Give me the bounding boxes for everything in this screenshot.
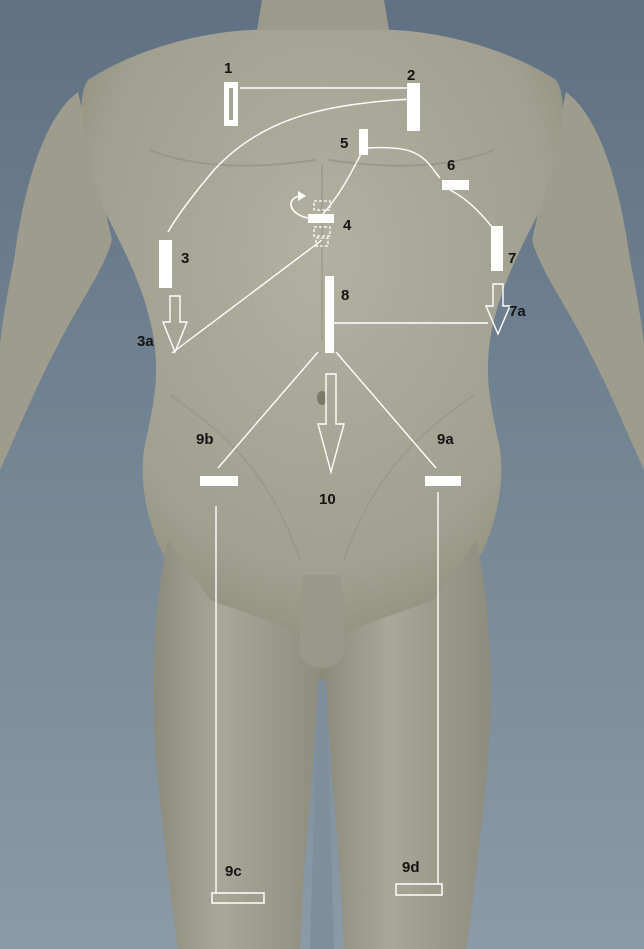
label-5: 5: [340, 135, 348, 152]
label-1: 1: [224, 60, 232, 77]
sensor-6: [442, 180, 469, 190]
label-3a: 3a: [137, 333, 154, 350]
sensor-5: [359, 129, 368, 155]
sensor-8: [325, 276, 334, 353]
label-9a: 9a: [437, 431, 454, 448]
label-7a: 7a: [509, 303, 526, 320]
label-10: 10: [319, 491, 336, 508]
label-3: 3: [181, 250, 189, 267]
sensor-2: [407, 83, 420, 131]
label-8: 8: [341, 287, 349, 304]
sensor-7: [491, 226, 503, 271]
label-9c: 9c: [225, 863, 242, 880]
sensor-9a: [425, 476, 461, 486]
label-7: 7: [508, 250, 516, 267]
sensor-3: [159, 240, 172, 288]
label-9b: 9b: [196, 431, 214, 448]
label-6: 6: [447, 157, 455, 174]
label-9d: 9d: [402, 859, 420, 876]
sensor-9b: [200, 476, 238, 486]
label-2: 2: [407, 67, 415, 84]
label-4: 4: [343, 217, 352, 234]
